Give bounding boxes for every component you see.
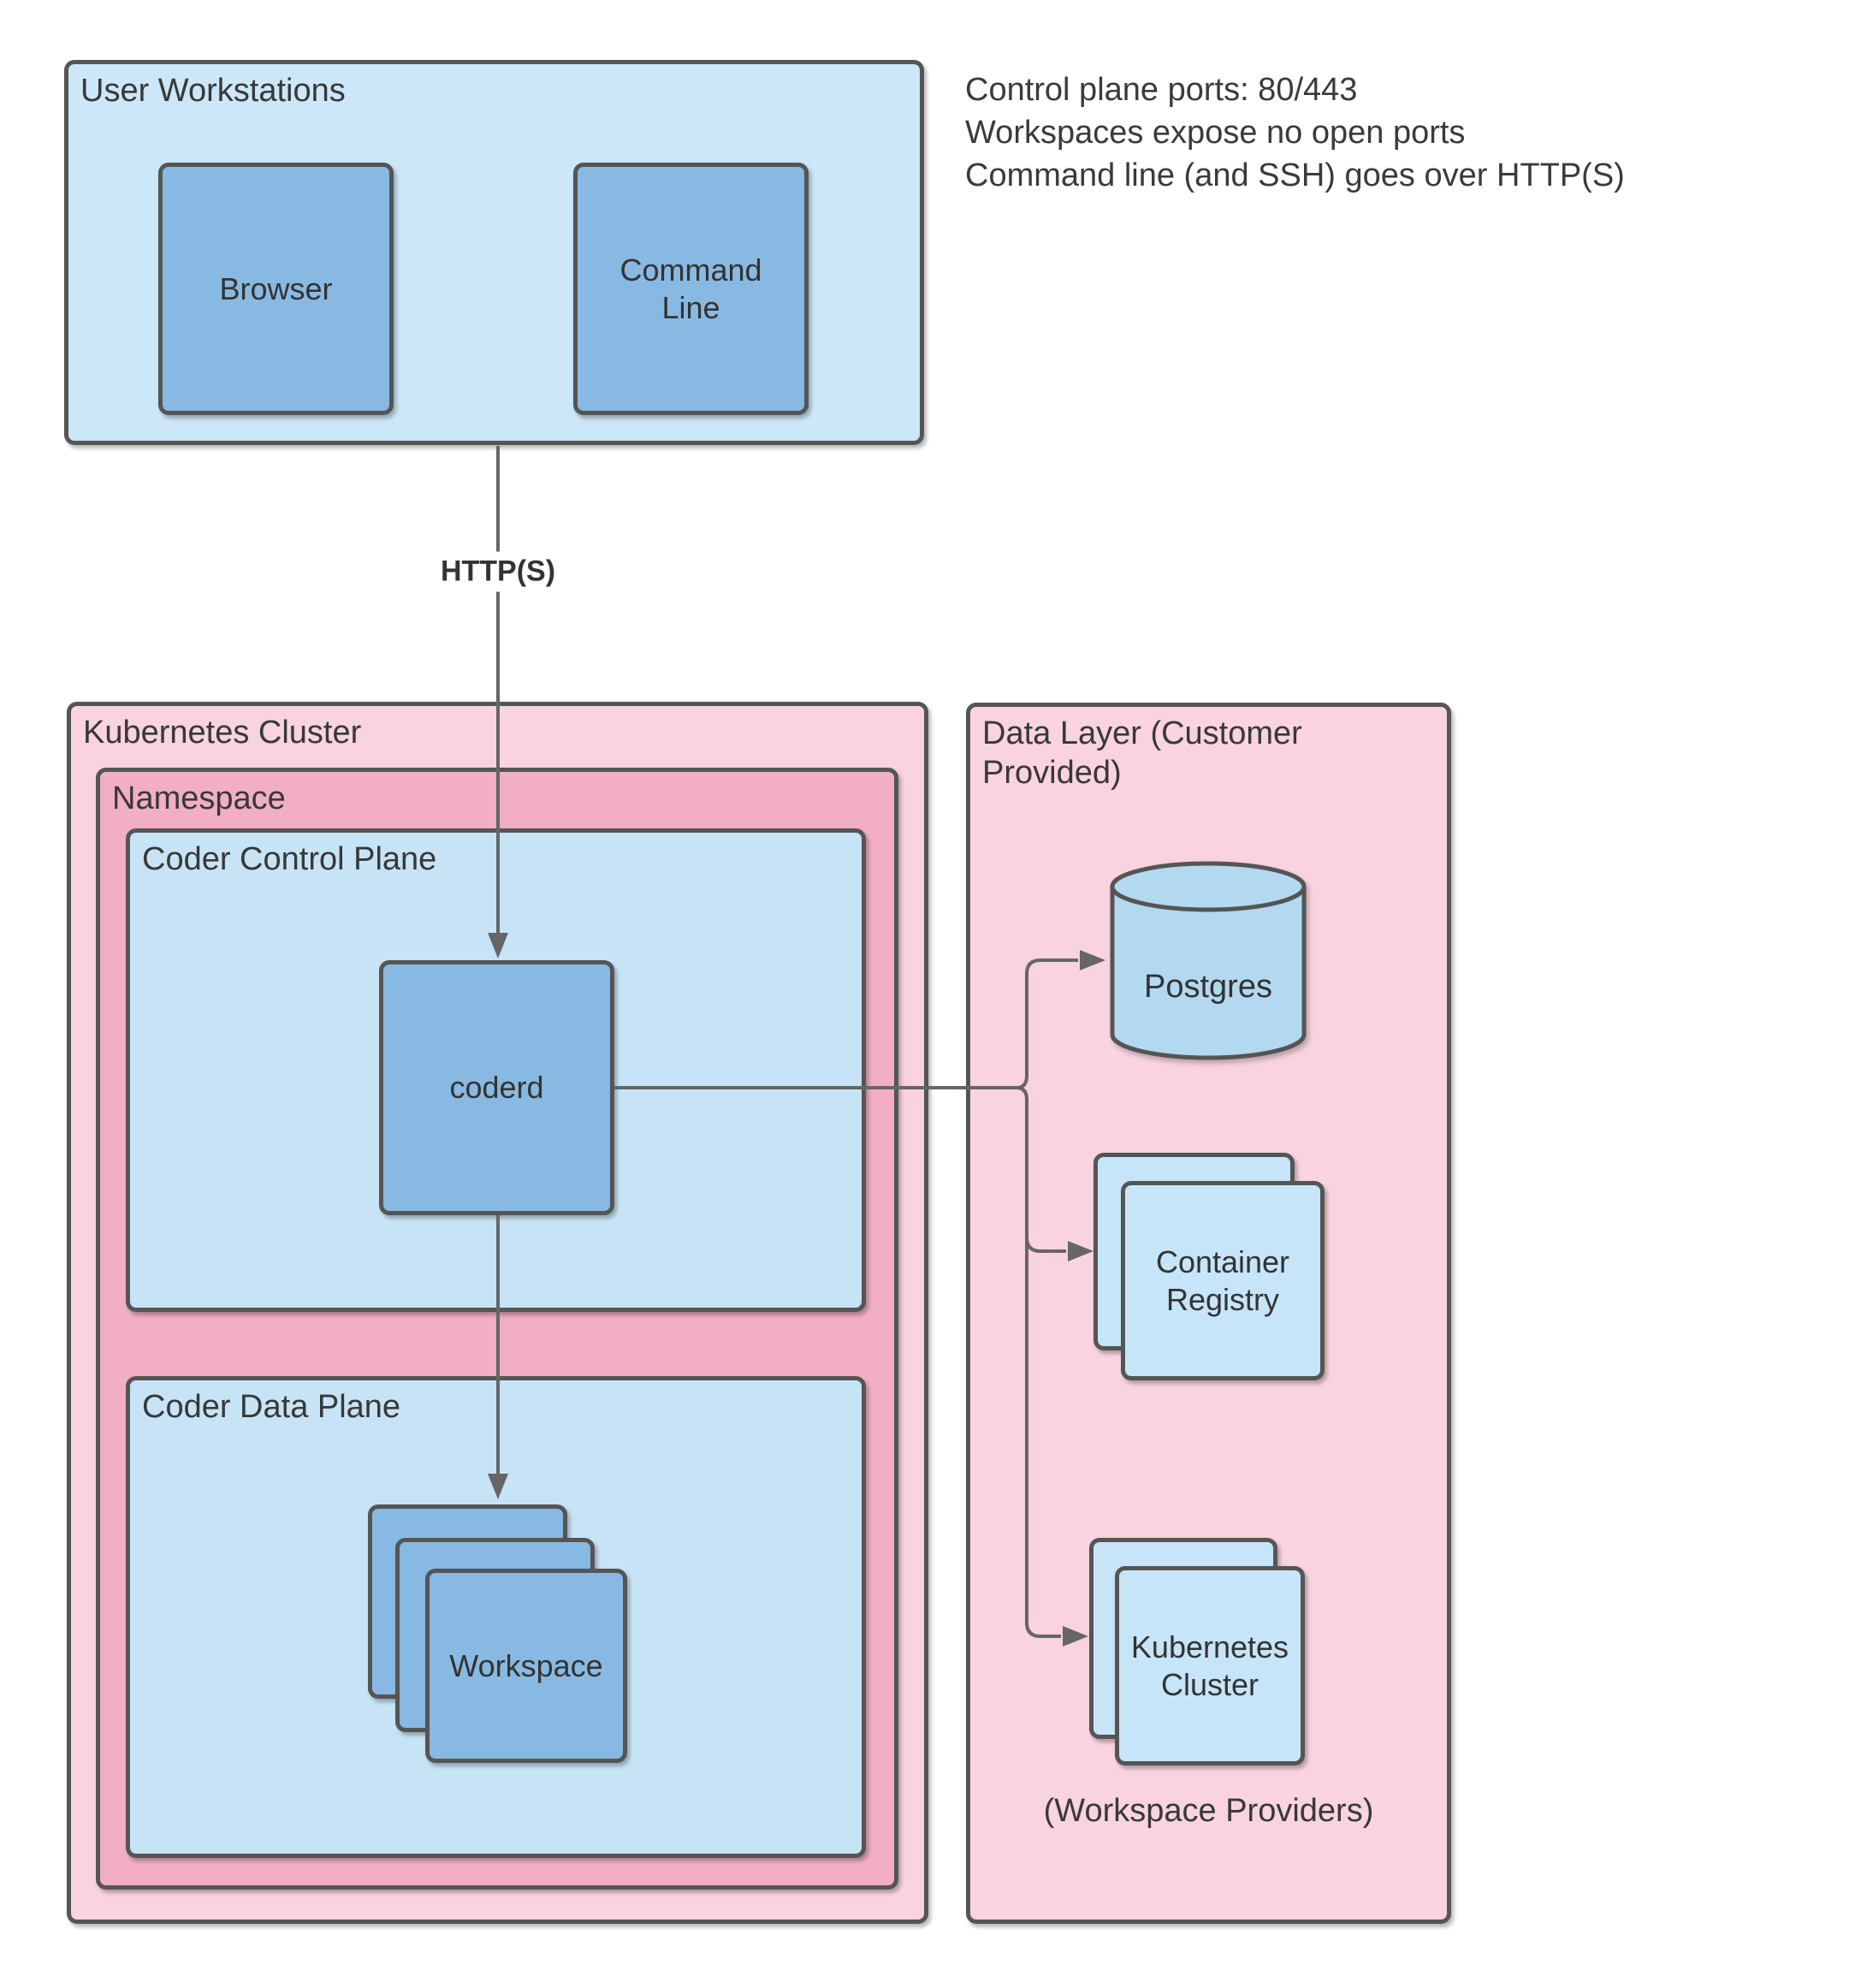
command-line-label: Command Line — [619, 252, 762, 325]
notes-line-1: Control plane ports: 80/443 — [965, 72, 1358, 108]
http-label: HTTP(S) — [431, 551, 565, 592]
kubernetes-cluster-title: Kubernetes Cluster — [83, 715, 362, 751]
command-line-node: Command Line — [573, 163, 809, 415]
container-registry-node: Container Registry — [1121, 1181, 1325, 1380]
workspace-node: Workspace — [425, 1569, 627, 1763]
postgres-cylinder-icon — [1110, 861, 1307, 1060]
notes-text: Control plane ports: 80/443 Workspaces e… — [965, 68, 1625, 197]
k8s-provider-label: Kubernetes Cluster — [1130, 1629, 1289, 1702]
k8s-provider-node: Kubernetes Cluster — [1115, 1566, 1305, 1765]
user-workstations-group: User Workstations Browser Command Line — [64, 60, 924, 445]
postgres-node: Postgres — [1109, 860, 1307, 1061]
browser-label: Browser — [219, 270, 333, 306]
workspace-providers-caption: (Workspace Providers) — [1043, 1793, 1374, 1829]
postgres-label: Postgres — [1144, 969, 1272, 1005]
browser-node: Browser — [158, 163, 394, 415]
coder-data-plane-title: Coder Data Plane — [142, 1389, 401, 1425]
notes-line-2: Workspaces expose no open ports — [965, 115, 1466, 151]
user-workstations-title: User Workstations — [80, 73, 346, 109]
namespace-title: Namespace — [112, 780, 286, 816]
coderd-node: coderd — [379, 960, 614, 1215]
workspace-label: Workspace — [449, 1647, 603, 1683]
data-layer-title: Data Layer (Customer Provided) — [982, 715, 1302, 791]
coderd-label: coderd — [449, 1070, 544, 1105]
notes-line-3: Command line (and SSH) goes over HTTP(S) — [965, 157, 1625, 193]
coder-control-plane-title: Coder Control Plane — [142, 841, 437, 877]
container-registry-label: Container Registry — [1155, 1243, 1290, 1317]
